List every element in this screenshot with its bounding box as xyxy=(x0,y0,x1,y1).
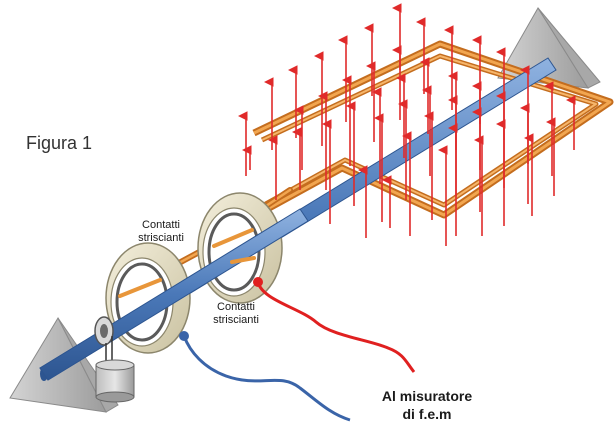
sliding-contacts-label-bottom: Contatti striscianti xyxy=(203,301,269,326)
figure-label: Figura 1 xyxy=(26,133,93,153)
sliding-contacts-label-top-line2: striscianti xyxy=(138,231,184,244)
meter-label-line1: Al misuratore xyxy=(381,388,473,404)
coil-loop xyxy=(252,40,614,219)
sliding-contacts-label-top-line1: Contatti xyxy=(142,219,180,231)
sliding-contacts-label-top: Contatti striscianti xyxy=(126,219,196,244)
wire-red xyxy=(253,277,416,373)
meter-label-line2: di f.e.m xyxy=(402,406,452,422)
pulley xyxy=(94,316,114,362)
sliding-contacts-label-bottom-line2: striscianti xyxy=(213,313,259,326)
wire-blue xyxy=(179,331,351,422)
magnetic-field-arrows xyxy=(238,3,576,246)
sliding-contacts-label-bottom-line1: Contatti xyxy=(217,301,255,313)
brush-contacts xyxy=(118,228,256,298)
weight-cylinder xyxy=(95,359,135,403)
